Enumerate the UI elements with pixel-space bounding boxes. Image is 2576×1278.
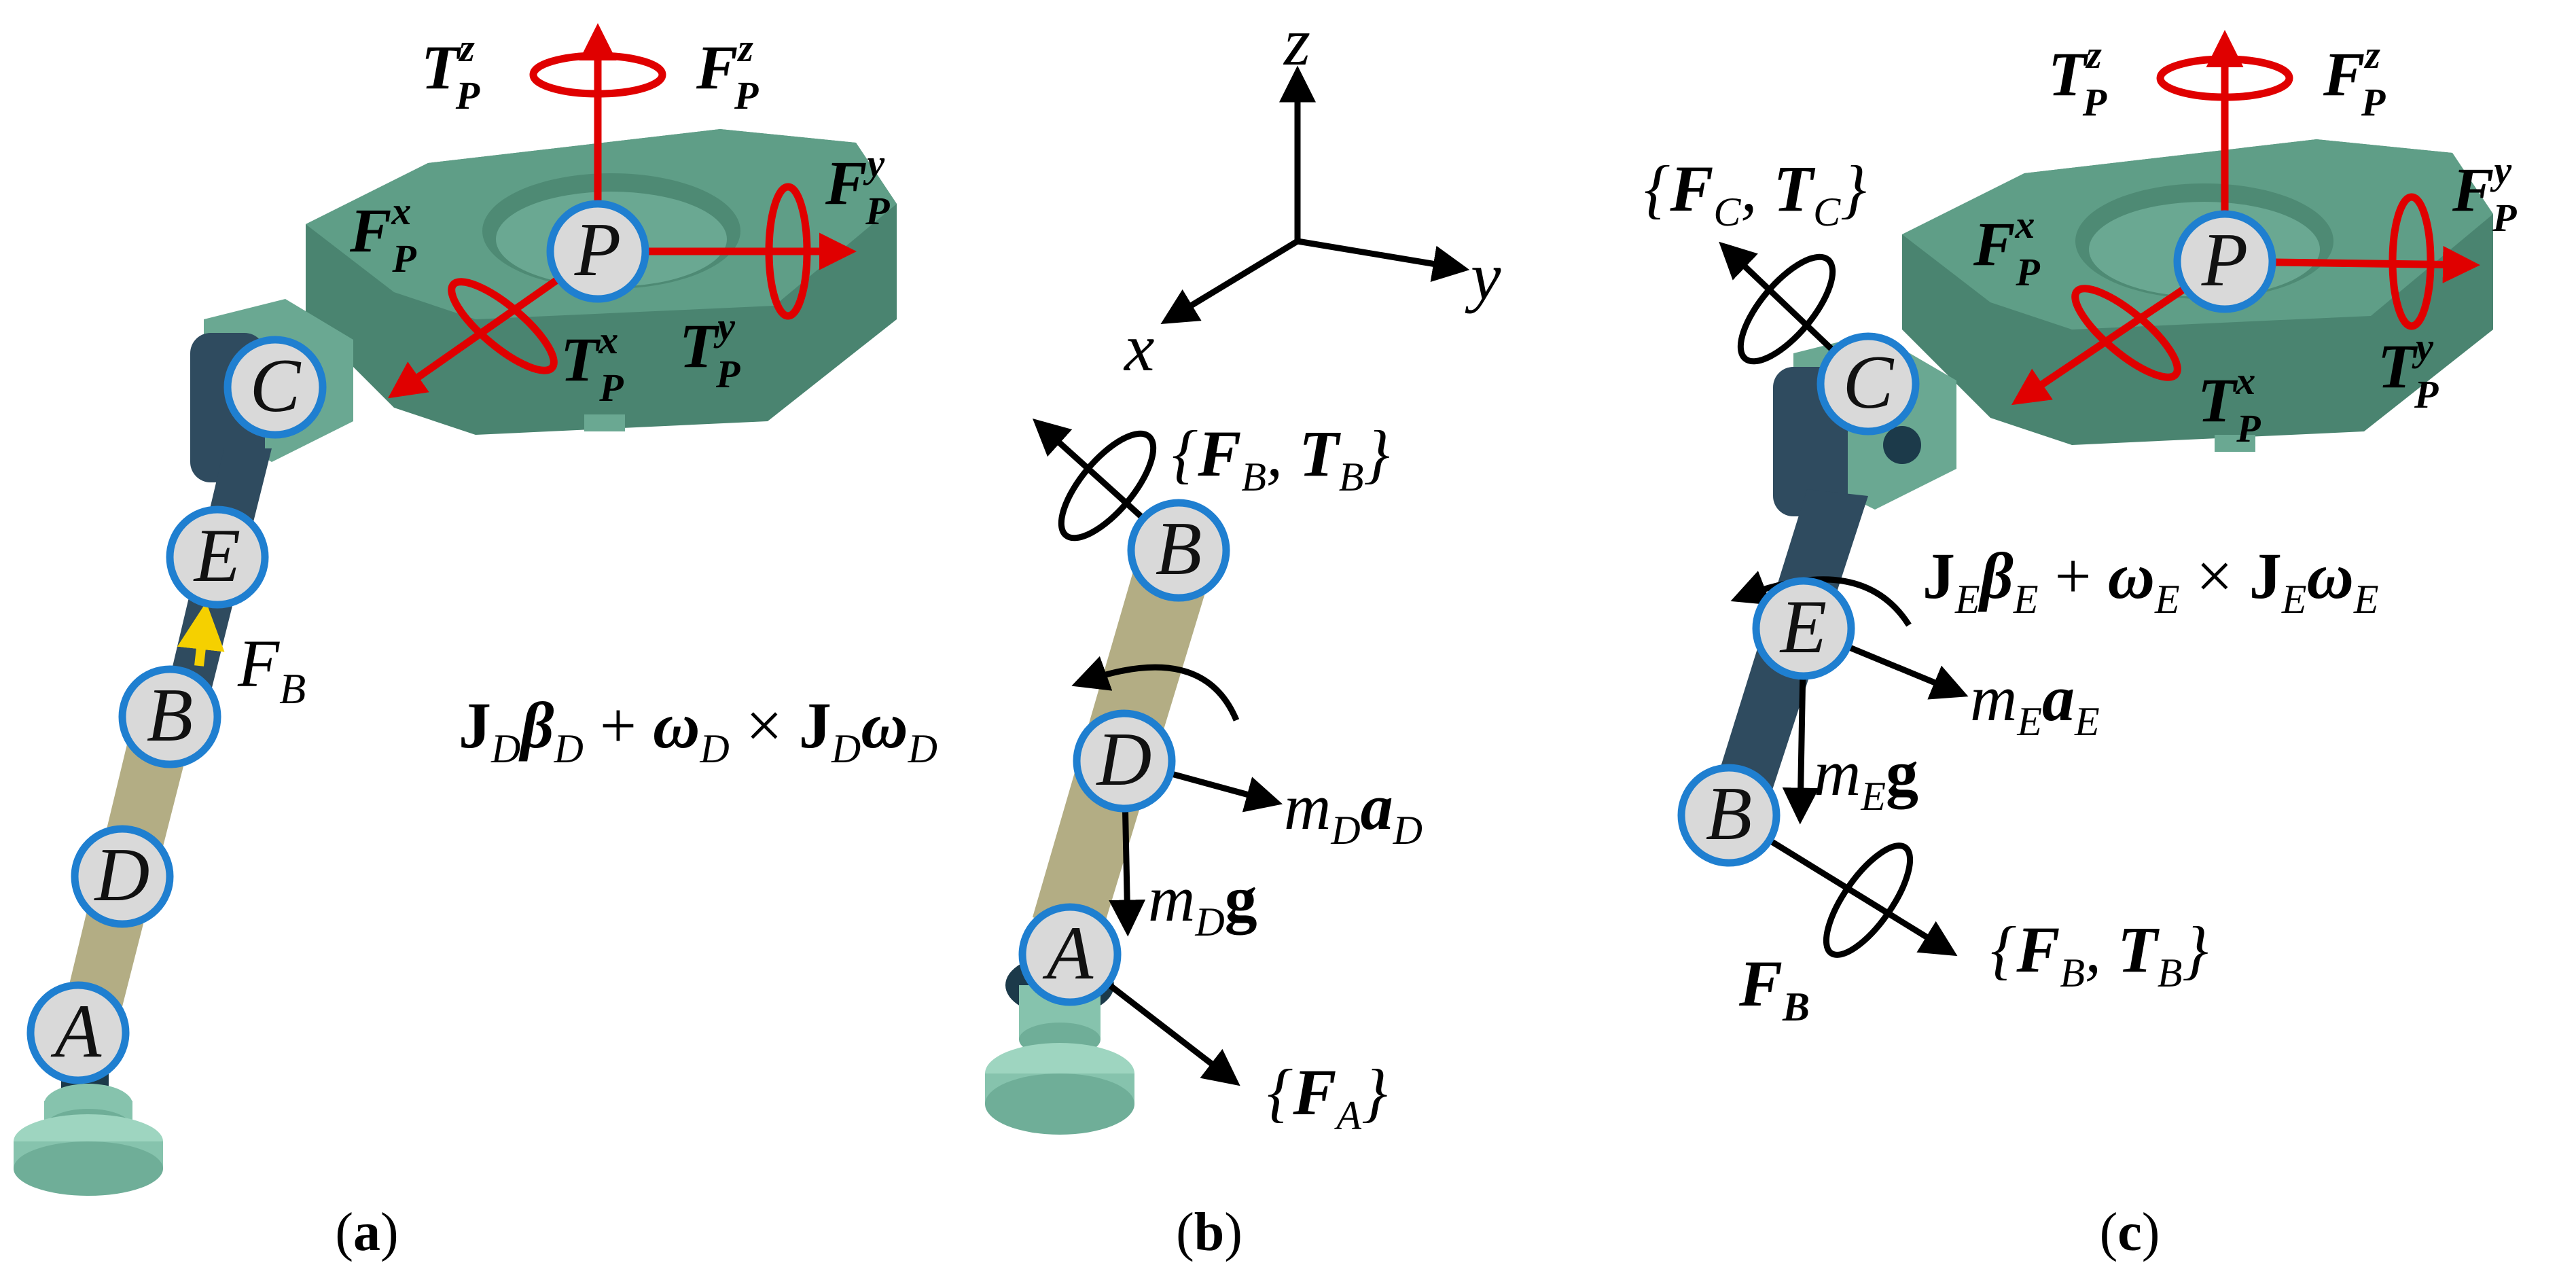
inertia-arc-d (1071, 656, 1240, 722)
label-mda: mDaD (1284, 770, 1423, 853)
node-e-c: E (1752, 577, 1855, 680)
torque-y-c (2389, 193, 2435, 330)
node-d-b: D (1073, 709, 1176, 813)
label-meg: mEg (1814, 736, 1918, 819)
torque-z-a (529, 52, 666, 98)
svg-text:D: D (1096, 717, 1152, 802)
node-c-a: C (223, 336, 327, 439)
svg-text:A: A (1042, 911, 1094, 995)
axis-label-y: y (1465, 238, 1501, 314)
svg-text:D: D (94, 833, 150, 917)
base-a (14, 1060, 163, 1196)
torque-tb-b (1058, 430, 1157, 542)
caption-c: (c) (2100, 1203, 2160, 1262)
axis-label-z: z (1283, 4, 1310, 79)
svg-text:C: C (1843, 340, 1895, 425)
label-je: JEβE + ωE × JEωE (1922, 539, 2379, 622)
torque-tc (1737, 253, 1836, 365)
node-b-c: B (1677, 764, 1781, 867)
torque-x-c (2071, 285, 2181, 381)
label-fa: {FA} (1267, 1056, 1387, 1138)
node-p-c: P (2173, 210, 2276, 313)
node-d-a: D (71, 825, 174, 928)
node-b-a: B (118, 665, 221, 768)
torque-y-a (765, 183, 811, 320)
svg-text:B: B (147, 673, 193, 758)
svg-text:B: B (1156, 507, 1202, 591)
label-fb-c: FB (1738, 947, 1810, 1029)
svg-text:P: P (2201, 218, 2248, 302)
node-a-a: A (26, 981, 130, 1084)
label-fb-tb-b: {FB, TB} (1172, 417, 1390, 499)
node-b-b: B (1127, 499, 1230, 602)
svg-text:B: B (1706, 772, 1752, 856)
label-jd: JDβD + ωD × JDωD (459, 689, 937, 771)
label-mea: mEaE (1970, 662, 2100, 744)
svg-text:E: E (1779, 585, 1827, 669)
label-fb-a: FB (237, 626, 306, 713)
node-a-b: A (1018, 903, 1122, 1006)
caption-a: (a) (335, 1203, 398, 1262)
axis-label-x: x (1123, 310, 1154, 385)
label-fc-tc: {FC, TC} (1644, 152, 1867, 234)
svg-text:A: A (50, 989, 102, 1073)
torque-z-c (2156, 55, 2293, 101)
panel-b: z y x B D A {FB, TB} JDβD + ωD × JDωD mD… (459, 4, 1501, 1262)
caption-b: (b) (1176, 1203, 1242, 1262)
node-c-c: C (1817, 332, 1920, 436)
inertia-arc-e (1730, 571, 1912, 627)
force-fb-arrow-a (177, 602, 225, 667)
label-mdg: mDg (1148, 862, 1257, 944)
torque-x-a (448, 278, 558, 374)
svg-text:C: C (250, 344, 302, 428)
svg-text:E: E (193, 514, 240, 598)
torque-tb-c (1823, 842, 1914, 958)
node-e-a: E (166, 505, 269, 609)
label-fb-tb-c: {FB, TB} (1990, 913, 2208, 995)
node-p-a: P (546, 200, 649, 303)
svg-text:P: P (574, 208, 621, 292)
axis-x (1160, 238, 1300, 324)
axis-y (1297, 238, 1470, 282)
